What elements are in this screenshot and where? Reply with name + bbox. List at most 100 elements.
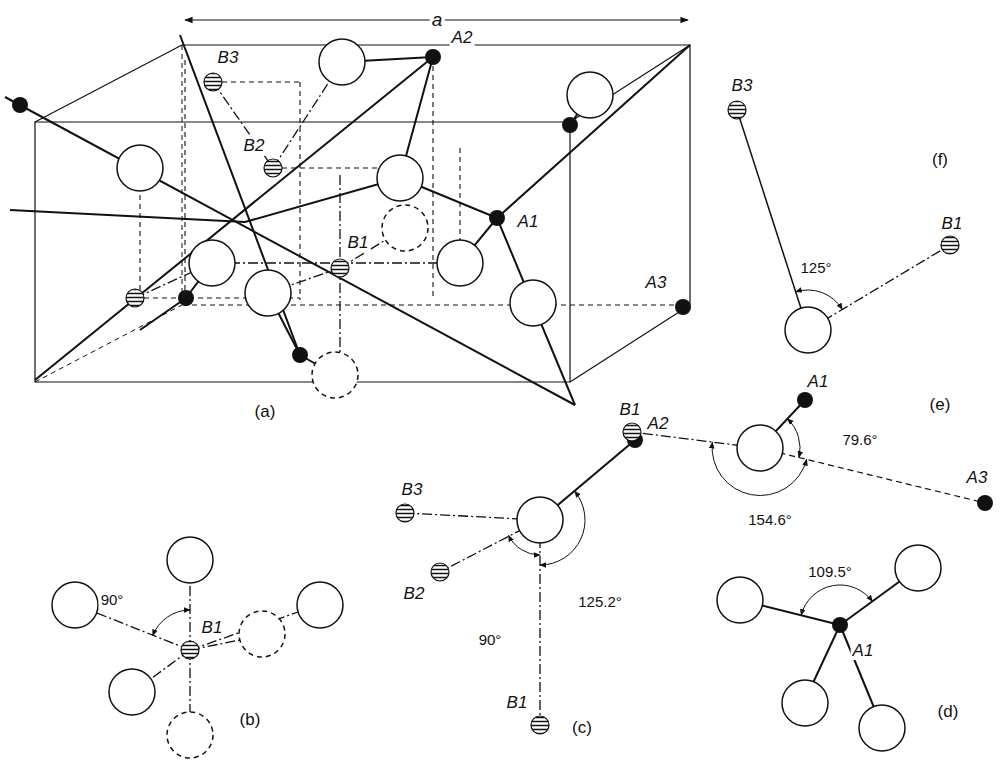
b-site-atom xyxy=(941,236,959,254)
angle-arc xyxy=(801,585,872,615)
tetrahedral-bond xyxy=(740,568,918,722)
panel-label: (b) xyxy=(238,711,263,729)
angle-label: 90° xyxy=(99,592,126,608)
b-site-atom xyxy=(126,289,144,307)
angle-label: 154.6° xyxy=(746,512,794,528)
oxygen-atom xyxy=(167,537,213,583)
b-site-atom xyxy=(181,641,199,659)
tetrahedral-bond xyxy=(35,57,433,380)
panel-label: (c) xyxy=(570,719,594,737)
atom-label: A1 xyxy=(806,373,831,391)
b-site-atom xyxy=(431,563,449,581)
angle-label: 125.2° xyxy=(576,594,624,610)
b-site-atom xyxy=(204,73,222,91)
tetrahedral-bond xyxy=(5,97,575,405)
a-site-atom xyxy=(797,392,813,408)
tetrahedral-bond xyxy=(180,35,300,355)
a-site-atom xyxy=(292,347,308,363)
atom-label: B1 xyxy=(346,234,371,252)
angle-label: 79.6° xyxy=(840,432,879,448)
a-site-atom xyxy=(562,117,578,133)
tetrahedral-site xyxy=(717,545,941,751)
a-site-atom xyxy=(178,290,194,306)
oxygen-a-a-b xyxy=(623,392,993,511)
b-site-atom xyxy=(396,504,414,522)
oxygen-atom xyxy=(319,39,365,85)
b-site-atoms xyxy=(126,73,349,307)
b-site-atom xyxy=(331,259,349,277)
a-site-atom xyxy=(12,97,28,113)
oxygen-atom xyxy=(717,577,763,623)
oxygen-atom xyxy=(737,425,783,471)
octahedral-bond xyxy=(737,110,808,330)
atom-label: A1 xyxy=(851,642,876,660)
angle-label: 109.5° xyxy=(806,564,854,580)
oxygen-environment xyxy=(396,432,643,734)
atom-label: B3 xyxy=(730,77,755,95)
panel-label: (d) xyxy=(936,703,961,721)
angle-label: 90° xyxy=(477,632,504,648)
atom-label: B2 xyxy=(242,137,267,155)
a-site-atom xyxy=(832,617,848,633)
dimension-label: a xyxy=(430,10,445,30)
oxygen-atoms xyxy=(117,39,613,398)
cell-hidden-edge xyxy=(182,45,690,305)
atom-label: A1 xyxy=(516,213,541,231)
atom-label: A2 xyxy=(450,29,475,47)
long-distance xyxy=(760,448,985,503)
a-site-atom xyxy=(977,495,993,511)
oxygen-atom xyxy=(510,280,556,326)
oxygen-atom xyxy=(895,545,941,591)
b-site-atom xyxy=(531,716,549,734)
panel-label: (f) xyxy=(930,151,950,169)
oxygen-atom xyxy=(52,582,98,628)
b-site-atom xyxy=(623,423,641,441)
atom-label: B1 xyxy=(940,215,965,233)
hidden-oxygen-atom xyxy=(312,352,358,398)
oxygen-atom xyxy=(117,145,163,191)
atom-label: A2 xyxy=(646,415,671,433)
cell-back-face xyxy=(182,45,690,305)
unit-cell xyxy=(5,20,690,405)
atom-label: B3 xyxy=(400,481,425,499)
oxygen-atom xyxy=(785,307,831,353)
atom-label: B2 xyxy=(402,585,427,603)
a-site-atom xyxy=(425,49,441,65)
panel-label: (e) xyxy=(928,396,953,414)
oxygen-atom xyxy=(567,72,613,118)
atom-label: B1 xyxy=(505,694,530,712)
atom-label: B1 xyxy=(200,619,225,637)
hidden-oxygen-atom xyxy=(167,712,213,758)
a-site-atoms xyxy=(12,49,691,363)
tetrahedral-bond xyxy=(140,57,590,375)
tetrahedral-bond xyxy=(10,178,400,222)
octahedral-bond xyxy=(135,62,460,370)
atom-label: B3 xyxy=(216,49,241,67)
oxygen-atom xyxy=(859,705,905,751)
hidden-oxygen-atom xyxy=(382,205,428,251)
octahedral-site xyxy=(52,537,343,758)
oxygen-atom xyxy=(189,240,235,286)
angle-arc xyxy=(153,610,190,636)
oxygen-atom xyxy=(517,497,563,543)
oxygen-atom xyxy=(782,680,828,726)
atom-label: A3 xyxy=(644,274,669,292)
atom-label: A3 xyxy=(965,469,990,487)
panel-label: (a) xyxy=(253,403,278,421)
cell-front-face xyxy=(35,122,570,382)
oxygen-b-b xyxy=(728,101,959,353)
octahedral-bond xyxy=(405,513,540,725)
oxygen-atom xyxy=(245,270,291,316)
angle-arc xyxy=(796,290,843,310)
tetrahedral-bond xyxy=(400,45,690,405)
a-site-atom xyxy=(489,210,505,226)
angle-arc xyxy=(787,419,800,458)
b-site-atom xyxy=(264,159,282,177)
oxygen-atom xyxy=(297,582,343,628)
cell-edge xyxy=(35,45,690,382)
octahedral-bond xyxy=(808,245,950,330)
b-site-atom xyxy=(728,101,746,119)
oxygen-atom xyxy=(377,155,423,201)
a-site-atom xyxy=(675,299,691,315)
